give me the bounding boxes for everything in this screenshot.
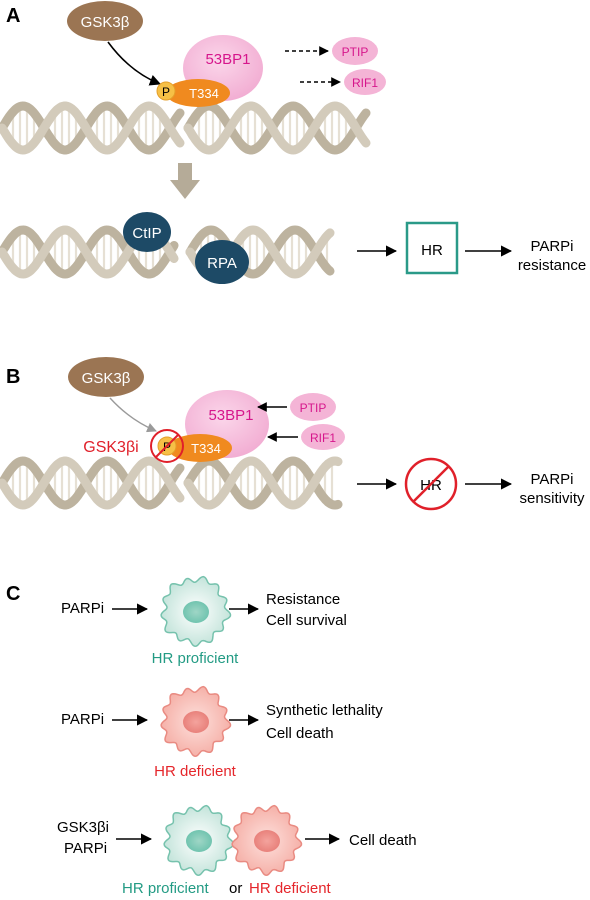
hr-proficient-cell-row1: [160, 575, 232, 647]
t334-domain-a: [166, 79, 230, 107]
phospho-label-a: P: [162, 85, 170, 99]
53bp1-label-a: 53BP1: [205, 51, 250, 68]
hr-label-a: HR: [421, 242, 443, 259]
53bp1-label-b: 53BP1: [208, 407, 253, 424]
outcome-b-line1: PARPi: [530, 471, 573, 488]
row2-cell-label: HR deficient: [154, 763, 237, 780]
phospho-blocked-icon: [150, 429, 184, 463]
row3-label-or: or: [229, 880, 242, 897]
ctip-label-a: CtIP: [132, 225, 161, 242]
inhibitor-label-b: GSK3βi: [83, 439, 138, 456]
row2-result-line1: Synthetic lethality: [266, 702, 383, 719]
row2-result-line2: Cell death: [266, 725, 334, 742]
phospho-site-a: [156, 81, 176, 101]
row1-result-line1: Resistance: [266, 591, 340, 608]
ptip-protein-b: [290, 393, 336, 421]
transition-arrow-a: [170, 163, 200, 199]
gsk3b-label-a: GSK3β: [81, 14, 130, 31]
gsk3b-arrow-b: [109, 397, 157, 433]
hr-box-a: [405, 221, 459, 275]
t334-label-b: T334: [191, 441, 221, 456]
outcome-a-line2: resistance: [518, 257, 586, 274]
row3-drug-line2: PARPi: [64, 840, 107, 857]
row3-result: Cell death: [349, 832, 417, 849]
ctip-protein-a: [123, 212, 171, 252]
dna-helix-b: [0, 456, 343, 510]
rif1-label-a: RIF1: [352, 76, 378, 90]
gsk3b-label-b: GSK3β: [82, 370, 131, 387]
row1-drug: PARPi: [61, 600, 104, 617]
ptip-label-b: PTIP: [300, 401, 327, 415]
rif1-protein-b: [301, 424, 345, 450]
hr-blocked-icon: [404, 457, 458, 511]
rif1-protein-a: [344, 69, 386, 95]
panel-b-label: B: [6, 366, 20, 388]
hr-proficient-cell-row3: [163, 804, 235, 876]
row3-label-proficient: HR proficient: [122, 880, 210, 897]
panel-c-label: C: [6, 583, 20, 605]
hr-deficient-cell-row3: [231, 804, 303, 876]
gsk3b-protein-a: [67, 1, 143, 41]
panel-a-label: A: [6, 5, 20, 27]
rpa-protein-a: [195, 240, 249, 284]
row2-drug: PARPi: [61, 711, 104, 728]
outcome-b-line2: sensitivity: [519, 490, 585, 507]
row3-drug-line1: GSK3βi: [57, 819, 109, 836]
ptip-label-a: PTIP: [342, 45, 369, 59]
row3-label-deficient: HR deficient: [249, 880, 332, 897]
dna-helix-a-upper: [0, 101, 371, 155]
t334-label-a: T334: [189, 86, 219, 101]
gsk3b-arrow-a: [107, 41, 162, 86]
row1-result-line2: Cell survival: [266, 612, 347, 629]
outcome-a-line1: PARPi: [530, 238, 573, 255]
rif1-label-b: RIF1: [310, 431, 336, 445]
ptip-protein-a: [332, 37, 378, 65]
hr-deficient-cell-row2: [160, 685, 232, 757]
row1-cell-label: HR proficient: [152, 650, 240, 667]
gsk3b-protein-b: [68, 357, 144, 397]
rpa-label-a: RPA: [207, 255, 237, 272]
t334-domain-b: [168, 434, 232, 462]
